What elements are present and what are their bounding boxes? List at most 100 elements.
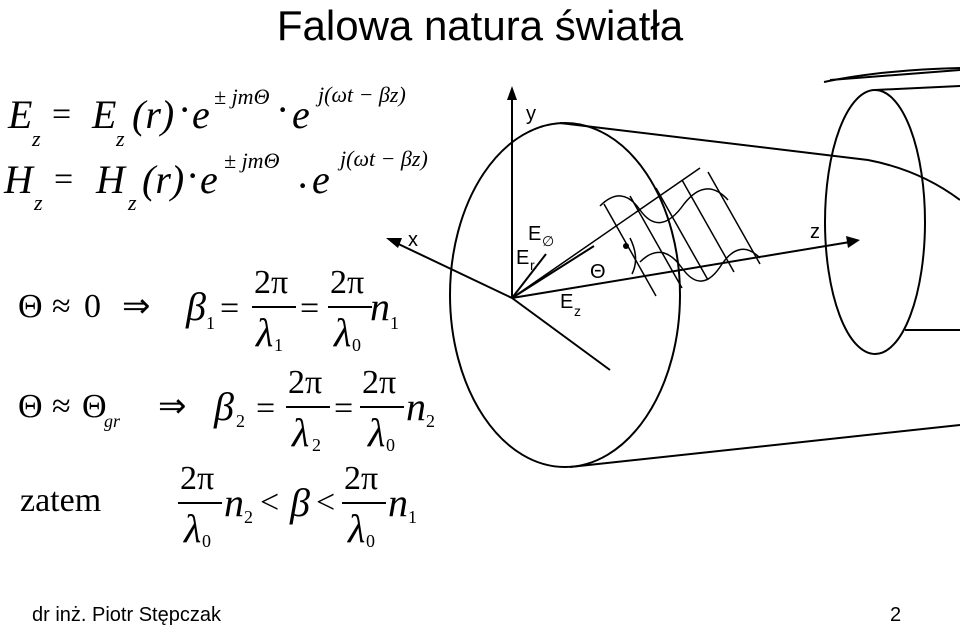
row2-frac2-bar: [360, 406, 404, 408]
row3-frac2-bar: [342, 502, 386, 504]
row1-zero: 0: [84, 288, 101, 325]
row3-n-left-sub: 2: [244, 507, 253, 527]
row3-less2: <: [316, 484, 336, 521]
footer-author: dr inż. Piotr Stępczak: [32, 604, 221, 626]
theta-label: Θ: [590, 261, 606, 283]
row2-implies: ⇒: [158, 388, 187, 425]
core-top-edge: [559, 122, 869, 161]
wavefront-2: [629, 195, 683, 289]
ez-arg: (r): [132, 92, 175, 137]
wave-lower: [639, 248, 761, 282]
hz-dot: ·: [186, 153, 200, 198]
row1-frac1-bar: [252, 306, 296, 308]
row3-frac1-bar: [178, 502, 222, 504]
hz-exp1: ± jmΘ: [224, 148, 280, 173]
row3-den2-sub: 0: [366, 531, 375, 551]
wavefront-5: [707, 171, 761, 265]
hz-e2: e: [312, 157, 330, 202]
row2-num1: 2π: [288, 364, 323, 401]
x-axis-arrow-icon: [386, 238, 402, 248]
row2-eq2: =: [334, 390, 354, 427]
row2-theta-gr: Θ: [82, 388, 107, 425]
ez-dot2: ·: [276, 87, 290, 132]
x-axis-label: x: [408, 229, 418, 251]
e-phi-label: E: [528, 223, 541, 245]
ez-vector: [511, 297, 611, 371]
page-number: 2: [890, 604, 902, 626]
e-phi-sub-label: ∅: [542, 233, 554, 249]
e-r-label: E: [516, 247, 529, 269]
ez-rhs: E: [92, 92, 117, 137]
e-z-sub-label: z: [574, 303, 581, 319]
row2-den1: λ: [292, 410, 310, 455]
row2-theta: Θ: [18, 388, 43, 425]
row1-theta: Θ: [18, 288, 43, 325]
slide-title: Falowa natura światła: [276, 2, 684, 49]
ez-rhs-sub: z: [116, 126, 125, 151]
row2-eq1: =: [256, 390, 276, 427]
row3-n-left: n: [224, 480, 244, 525]
z-axis-label: z: [810, 221, 820, 243]
cladding-top-edge: [823, 67, 960, 83]
row3-den2: λ: [348, 506, 366, 551]
theta-arc: [629, 237, 637, 275]
row1-den1: λ: [256, 310, 274, 355]
row1-n: n: [370, 284, 390, 329]
ez-dot: ·: [178, 87, 192, 132]
hz-dot2: ·: [296, 163, 310, 208]
hz-e1: e: [200, 157, 218, 202]
hz-exp2: j(ωt − βz): [340, 146, 428, 171]
core-bottom-edge: [569, 424, 960, 468]
cladding-right: [874, 85, 960, 331]
row1-implies: ⇒: [122, 288, 151, 325]
row1-den2: λ: [334, 310, 352, 355]
ez-equals: =: [52, 96, 72, 133]
er-vector: [511, 253, 547, 299]
ez-exp1: ± jmΘ: [214, 84, 270, 109]
row1-eq2: =: [300, 290, 320, 327]
hz-arg: (r): [142, 157, 185, 202]
ez-lhs: E: [8, 92, 33, 137]
ez-lhs-sub: z: [32, 126, 41, 151]
wavefront-1: [603, 203, 657, 297]
ez-e2: e: [292, 92, 310, 137]
row3-den1-sub: 0: [202, 531, 211, 551]
z-axis-arrow-icon: [846, 236, 860, 248]
row1-den1-sub: 1: [274, 335, 283, 355]
y-axis-label: y: [526, 103, 536, 125]
row3-n-right-sub: 1: [408, 507, 417, 527]
row2-beta-sub: 2: [236, 411, 245, 431]
hz-lhs: H: [4, 157, 33, 202]
y-axis-arrow-icon: [507, 86, 517, 100]
z-axis-line: [511, 241, 851, 299]
row3-den1: λ: [184, 506, 202, 551]
row2-num2: 2π: [362, 364, 397, 401]
row1-beta: β: [186, 284, 206, 329]
hz-rhs-sub: z: [128, 190, 137, 215]
cladding-outline: [829, 69, 960, 81]
e-z-label: E: [560, 291, 573, 313]
row1-num2: 2π: [330, 264, 365, 301]
ez-e1: e: [192, 92, 210, 137]
row2-frac1-bar: [286, 406, 330, 408]
hz-lhs-sub: z: [34, 190, 43, 215]
wavefront-3: [655, 187, 709, 281]
row2-approx: ≈: [52, 388, 71, 425]
row1-den2-sub: 0: [352, 335, 361, 355]
hz-equals: =: [54, 161, 74, 198]
row3-beta: β: [290, 480, 310, 525]
x-axis-line: [389, 239, 513, 299]
wave-upper: [599, 188, 729, 224]
row1-n-sub: 1: [390, 313, 399, 333]
cladding-end: [824, 89, 926, 355]
row2-den2: λ: [368, 410, 386, 455]
row1-eq1: =: [220, 290, 240, 327]
hz-rhs: H: [96, 157, 125, 202]
row2-den2-sub: 0: [386, 435, 395, 455]
row3-less1: <: [260, 484, 280, 521]
e-r-sub-label: r: [530, 257, 535, 273]
core-far-edge: [867, 159, 960, 201]
row2-theta-gr-sub: gr: [104, 411, 121, 431]
row3-word: zatem: [20, 482, 102, 519]
